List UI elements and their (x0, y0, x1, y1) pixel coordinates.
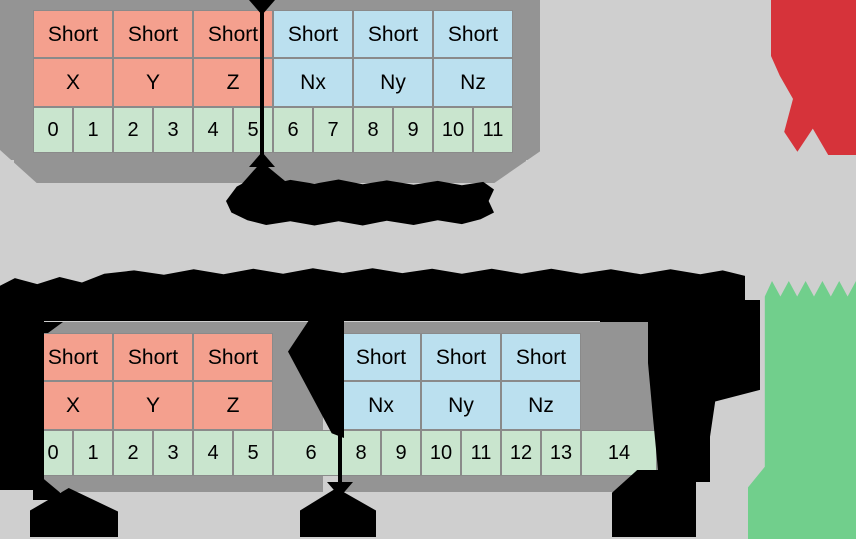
cell-name-nz: Nz (501, 381, 581, 430)
cell-index: 1 (73, 107, 113, 153)
table-layout-split-normal: Short Short Short Nx Ny Nz 8 9 10 11 12 … (341, 333, 697, 476)
table-row: Short Short Short (341, 333, 697, 381)
cell-index: 2 (113, 430, 153, 476)
cell-index: 2 (113, 107, 153, 153)
cell-name-nz: Nz (433, 58, 513, 107)
top-divider-arrow-up-icon (249, 152, 275, 167)
table-row: 8 9 10 11 12 13 14 15 (341, 430, 697, 476)
cell-type-ny: Short (353, 10, 433, 58)
red-polygon-shape (771, 0, 856, 155)
table-row: 0 1 2 3 4 5 6 7 8 9 10 11 (33, 107, 513, 153)
cell-name-x: X (33, 381, 113, 430)
table-row: X Y Z (33, 381, 389, 430)
table-row: Short Short Short Short Short Short (33, 10, 513, 58)
cell-index: 13 (541, 430, 581, 476)
cell-type-y: Short (113, 333, 193, 381)
cell-name-x: X (33, 58, 113, 107)
table-row: 0 1 2 3 4 5 6 7 (33, 430, 389, 476)
cell-index: 4 (193, 430, 233, 476)
cell-index: 12 (501, 430, 541, 476)
table-row: X Y Z Nx Ny Nz (33, 58, 513, 107)
cell-index: 3 (153, 430, 193, 476)
cell-name-nx: Nx (273, 58, 353, 107)
cell-index: 8 (341, 430, 381, 476)
cell-index: 4 (193, 107, 233, 153)
cell-name-y: Y (113, 58, 193, 107)
cell-index: 0 (33, 107, 73, 153)
cell-type-y: Short (113, 10, 193, 58)
table-row: Nx Ny Nz (341, 381, 697, 430)
cell-index: 1 (73, 430, 113, 476)
top-divider-arrow-down-icon (249, 0, 275, 15)
cell-index: 5 (233, 430, 273, 476)
occlusion-blob-bottom-center (300, 488, 376, 537)
cell-index: 8 (353, 107, 393, 153)
cell-name-z: Z (193, 381, 273, 430)
cell-spacer (581, 333, 657, 381)
table-layout-interleaved: Short Short Short Short Short Short X Y … (33, 10, 513, 153)
cell-type-z: Short (193, 333, 273, 381)
cell-type-nz: Short (433, 10, 513, 58)
cell-index: 11 (473, 107, 513, 153)
cell-type-z: Short (193, 10, 273, 58)
cell-name-z: Z (193, 58, 273, 107)
cell-index: 6 (273, 107, 313, 153)
cell-type-nz: Short (501, 333, 581, 381)
cell-index: 10 (421, 430, 461, 476)
occlusion-blob-right-column (648, 312, 710, 482)
cell-name-y: Y (113, 381, 193, 430)
cell-type-nx: Short (341, 333, 421, 381)
cell-index: 9 (393, 107, 433, 153)
cell-index: 7 (313, 107, 353, 153)
cell-index: 9 (381, 430, 421, 476)
cell-name-ny: Ny (353, 58, 433, 107)
table-row: Short Short Short (33, 333, 389, 381)
cell-index: 11 (461, 430, 501, 476)
occlusion-blob-left-edge (0, 300, 44, 490)
cell-index: 14 (581, 430, 657, 476)
cell-index: 3 (153, 107, 193, 153)
green-polygon-shape (748, 281, 856, 539)
cell-index: 6 (273, 430, 349, 476)
cell-name-ny: Ny (421, 381, 501, 430)
cell-name-nx: Nx (341, 381, 421, 430)
cell-type-x: Short (33, 10, 113, 58)
cell-type-ny: Short (421, 333, 501, 381)
top-divider-line (260, 0, 264, 205)
cell-index: 10 (433, 107, 473, 153)
cell-type-x: Short (33, 333, 113, 381)
cell-index: 5 (233, 107, 273, 153)
cell-type-nx: Short (273, 10, 353, 58)
cell-spacer (581, 381, 657, 430)
